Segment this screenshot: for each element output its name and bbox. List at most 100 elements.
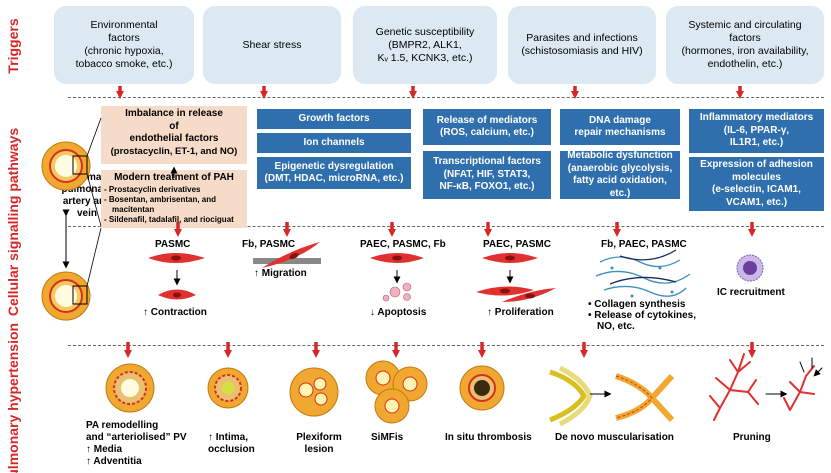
cell-outcome-6: IC recruitment [717,287,785,298]
lesion-label-2: ↑ Intima, occlusion [208,432,278,456]
lesion-simfis-icon [365,360,428,424]
box-text: Metabolic dysfunction [567,150,673,161]
trigger-parasites: Parasites and infections(schistosomiasis… [508,6,656,84]
trigger-text: (hormones, iron availability, [681,45,809,57]
box-text: DNA damage [589,114,651,126]
box-epigenetic: Epigenetic dysregulation(DMT, HDAC, micr… [257,157,411,189]
lesion-text: ↑ Intima, [208,432,249,443]
box-text: Epigenetic dysregulation [274,160,394,172]
cell-contraction-icon [148,253,205,300]
arrows-row1 [116,86,744,99]
box-text: (e-selectin, ICAM1, [712,184,801,195]
cell-outcome-1: ↑ Contraction [143,307,207,318]
treatment-item-text: Prostacyclin derivatives [108,184,201,194]
cell-title-4: PAEC, PASMC [483,239,551,250]
imbalance-line: Imbalance in release [125,108,223,119]
lesion-pruning-icon [709,353,823,421]
immune-cell-icon [736,254,764,282]
lesion-thrombosis-icon [459,365,505,411]
normal-label-line: pulmonary [61,184,113,195]
cell-migration-icon [253,242,321,268]
normal-label-line: artery and [62,196,112,207]
bullet-item: • Release of cytokines, [588,310,696,321]
connector-lines [86,117,102,287]
trigger-genetic: Genetic susceptibility(BMPR2, ALK1,Kᵥ 1.… [353,6,497,84]
trigger-text: Genetic susceptibility [375,25,475,38]
box-text: Expression of adhesion [700,159,813,170]
lesion-label-5: In situ thrombosis [445,432,532,443]
trigger-text: Systemic and circulating [688,19,802,31]
box-transcriptional: Transcriptional factors(NFAT, HIF, STAT3… [423,151,551,199]
lesion-text: occlusion [208,444,255,455]
box-text: (NFAT, HIF, STAT3, [443,168,531,180]
lesion-text: ↑ Adventitia [86,456,142,467]
box-text: repair mechanisms [574,127,666,138]
lesion-label-1: PA remodelling and “arteriolised” PV ↑ M… [86,420,206,468]
box-text: NF-κB, FOXO1, etc.) [439,181,535,193]
lesion-pa-remodelling-icon [105,363,155,413]
cell-outcome-2: ↑ Migration [254,268,307,279]
lesion-label-4: SiMFis [371,432,404,443]
box-text: VCAM1, etc.) [725,196,788,208]
cell-apoptosis-icon [370,253,424,302]
box-text: Release of mediators [436,114,538,126]
box-ion-channels: Ion channels [257,133,411,153]
normal-artery-top-icon [41,141,91,191]
cell-outcome-3: ↓ Apoptosis [370,307,427,318]
lesion-text: ↑ Media [86,444,123,455]
normal-artery-bottom-icon [41,271,91,321]
lesion-text: PA remodelling [86,420,159,431]
trigger-text: endothelin, etc.) [707,58,783,70]
trigger-text: Shear stress [242,38,302,51]
box-growth-factors: Growth factors [257,109,411,129]
box-text: fatty acid oxidation, etc.) [573,175,667,199]
treatment-item: - Bosentan, ambrisentan, and [104,194,217,204]
imbalance-line: of [169,120,179,132]
trigger-text: factors [729,32,761,44]
bullet-text: Release of cytokines, [594,310,696,321]
trigger-text: tobacco smoke, etc.) [75,58,173,70]
cell-title-2: Fb, PASMC [242,239,296,250]
trigger-text: (BMPR2, ALK1, [388,38,462,51]
trigger-text: (schistosomiasis and HIV) [521,45,643,57]
trigger-text: factors [108,32,140,44]
trigger-text: Parasites and infections [526,32,638,44]
trigger-text: Environmental [90,19,158,31]
separator-3 [68,345,824,346]
bullet-text: Collagen synthesis [594,299,686,310]
box-text: IL1R1, etc.) [729,137,784,149]
cell-outcome-5: • Collagen synthesis • Release of cytoki… [588,299,698,332]
lesion-text: and “arteriolised” PV [86,432,187,443]
treatment-item-text: macitentan [112,204,155,214]
lesion-label-7: Pruning [733,432,771,443]
lesion-label-3: Plexiform lesion [284,432,354,456]
box-text: (IL-6, PPAR-γ, [723,124,790,136]
trigger-shear-stress: Shear stress [203,6,341,84]
box-metabolic: Metabolic dysfunction(anaerobic glycolys… [560,150,680,199]
box-text: molecules [732,171,781,183]
separator-1 [68,97,824,98]
box-text: (anaerobic glycolysis, [567,162,673,174]
cell-proliferation-icon [476,253,556,302]
lesion-text: Plexiform [296,432,342,443]
box-text: (ROS, calcium, etc.) [440,127,534,138]
cell-title-1: PASMC [155,239,191,250]
separator-2 [68,226,824,227]
imbalance-line: (prostacyclin, ET-1, and NO) [110,145,238,157]
normal-label-line: vein [76,208,97,219]
bullet-item: NO, etc. [588,321,698,332]
imbalance-box: Imbalance in release of endothelial fact… [101,106,247,164]
box-text: Inflammatory mediators [699,112,814,124]
bullet-text: NO, etc. [597,321,635,332]
collagen-fibres-icon [595,249,691,298]
treatment-item: macitentan [104,205,244,215]
lesion-label-6: De novo muscularisation [555,432,674,443]
lesion-text: lesion [304,444,334,455]
box-release-mediators: Release of mediators(ROS, calcium, etc.) [423,109,551,145]
trigger-text: Kᵥ 1.5, KCNK3, etc.) [377,51,473,64]
trigger-text: (chronic hypoxia, [84,45,164,57]
